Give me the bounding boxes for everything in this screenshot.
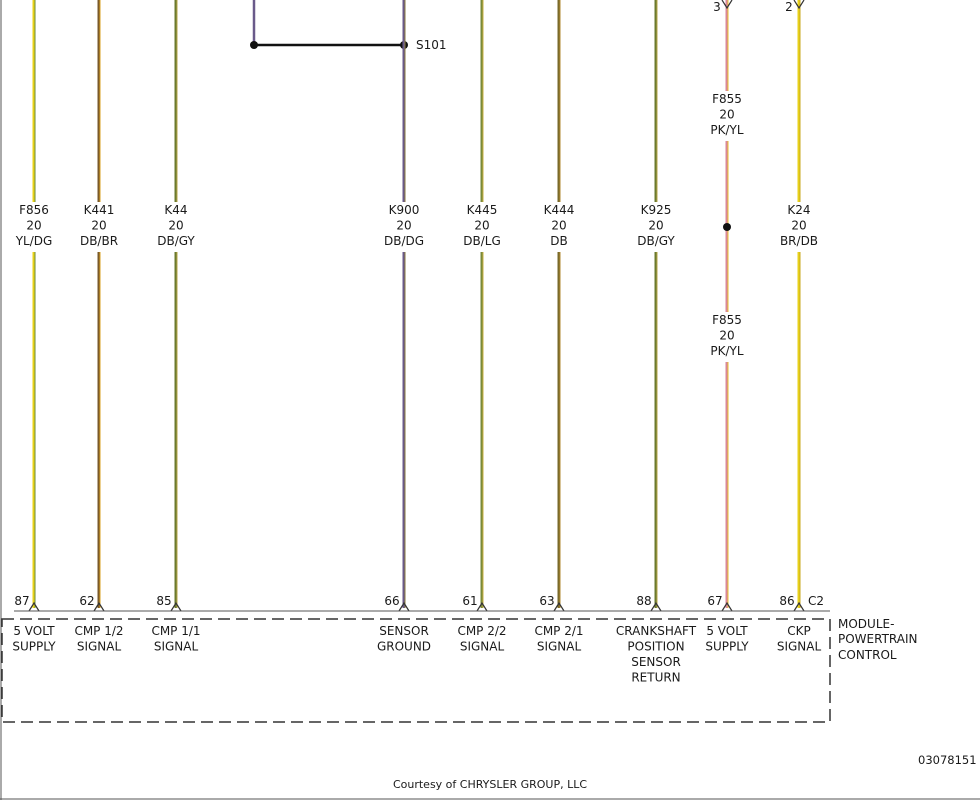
wire-k24-8-top-terminal	[793, 0, 805, 10]
module-boundary	[1, 618, 831, 723]
wire-k44-2-color-code: DB/GY	[157, 234, 195, 248]
wire-k441-1-bottom-terminal	[93, 601, 105, 612]
wire-k444-5-bottom-terminal	[553, 601, 565, 612]
wire-k445-4-label-bg	[460, 202, 504, 252]
wire-k444-5-function-line-2: SIGNAL	[537, 640, 582, 654]
wire-k44-2-label-bg	[154, 202, 198, 252]
wire-k441-1-function-line-2: SIGNAL	[77, 640, 122, 654]
wire-f855-7-upper-label-bg	[705, 91, 749, 141]
wire-k444-5-gauge: 20	[551, 219, 566, 233]
wire-f856-0-function-line-2: SUPPLY	[12, 640, 56, 654]
wire-k900-3-pin-number: 66	[384, 594, 399, 608]
wire-k925-6-function-line-1: CRANKSHAFT	[616, 624, 697, 638]
wire-f855-7-function-line-1: 5 VOLT	[706, 624, 748, 638]
wire-k925-6-pin-number: 88	[636, 594, 651, 608]
wire-k925-6-color-code: DB/GY	[637, 234, 675, 248]
figure-number: 03078151	[918, 753, 977, 767]
wire-k24-8-gauge: 20	[791, 219, 806, 233]
wire-k444-5-color-code: DB	[550, 234, 567, 248]
wire-k44-2-pin-number: 85	[156, 594, 171, 608]
wire-f856-0-label-bg	[12, 202, 56, 252]
wire-f855-7-bottom-terminal	[721, 601, 733, 612]
wire-f855-7-upper-color-code: PK/YL	[710, 123, 743, 137]
wire-k900-3-id: K900	[389, 203, 420, 217]
splice-left-dot	[250, 41, 258, 49]
wire-k925-6-gauge: 20	[648, 219, 663, 233]
wire-k441-1-gauge: 20	[91, 219, 106, 233]
wire-k441-1-id: K441	[84, 203, 115, 217]
wire-k900-3-function-line-1: SENSOR	[379, 624, 429, 638]
wire-k925-6-function-line-2: POSITION	[627, 640, 684, 654]
wire-k24-8-function-line-1: CKP	[787, 624, 810, 638]
wire-k445-4-gauge: 20	[474, 219, 489, 233]
wire-f855-7-upper-id: F855	[712, 92, 742, 106]
splice-label: S101	[416, 38, 447, 52]
wire-k44-2-function-line-1: CMP 1/1	[151, 624, 200, 638]
splice-s101: S101	[250, 0, 447, 52]
wire-k900-3-gauge: 20	[396, 219, 411, 233]
wire-f855-7-function-line-2: SUPPLY	[705, 640, 749, 654]
wire-k24-8-id: K24	[787, 203, 810, 217]
wire-k444-5-pin-number: 63	[539, 594, 554, 608]
wire-k445-4-pin-number: 61	[462, 594, 477, 608]
wire-k900-3-color-code: DB/DG	[384, 234, 424, 248]
wire-f856-0-function-line-1: 5 VOLT	[13, 624, 55, 638]
wire-k445-4-id: K445	[467, 203, 498, 217]
module-name-line-1: MODULE-	[838, 617, 894, 631]
wire-k44-2-gauge: 20	[168, 219, 183, 233]
wire-k444-5-function-line-1: CMP 2/1	[534, 624, 583, 638]
wire-k900-3-function-line-2: GROUND	[377, 640, 431, 654]
wire-k441-1-pin-number: 62	[79, 594, 94, 608]
wire-k445-4-bottom-terminal	[476, 601, 488, 612]
wire-k44-2-id: K44	[164, 203, 187, 217]
wire-k441-1-color-code: DB/BR	[80, 234, 118, 248]
wire-k24-8-function-line-2: SIGNAL	[777, 640, 822, 654]
wire-k24-8-top-pin: 2	[785, 0, 793, 14]
wire-k24-8-label-bg	[777, 202, 821, 252]
connector-label: C2	[808, 594, 824, 608]
wire-k24-8-bottom-terminal	[793, 601, 805, 612]
wire-k444-5-label-bg	[537, 202, 581, 252]
wire-k24-8-color-code: BR/DB	[780, 234, 818, 248]
wire-f855-7-top-terminal	[721, 0, 733, 10]
wire-k900-3-label-bg	[382, 202, 426, 252]
wire-k925-6-id: K925	[641, 203, 672, 217]
wire-f855-7-splice-dot	[723, 223, 731, 231]
wire-f855-7-upper-gauge: 20	[719, 108, 734, 122]
module-name-line-3: CONTROL	[838, 648, 897, 662]
wire-k925-6-label-bg	[634, 202, 678, 252]
wire-k445-4-color-code: DB/LG	[463, 234, 501, 248]
wire-f855-7-lower-id: F855	[712, 313, 742, 327]
wire-f856-0-color-code: YL/DG	[15, 234, 53, 248]
wire-f856-0-bottom-terminal	[28, 601, 40, 612]
wire-k24-8-pin-number: 86	[779, 594, 794, 608]
wire-k441-1-label-bg	[77, 202, 121, 252]
wire-k444-5-id: K444	[544, 203, 575, 217]
wire-k445-4-function-line-2: SIGNAL	[460, 640, 505, 654]
courtesy-line: Courtesy of CHRYSLER GROUP, LLC	[393, 778, 587, 791]
wire-k44-2-function-line-2: SIGNAL	[154, 640, 199, 654]
wire-k441-1-function-line-1: CMP 1/2	[74, 624, 123, 638]
wire-k445-4-function-line-1: CMP 2/2	[457, 624, 506, 638]
wire-f855-7-lower-label-bg	[705, 312, 749, 362]
wire-k900-3-bottom-terminal	[398, 601, 410, 612]
wire-f856-0-gauge: 20	[26, 219, 41, 233]
module-name-line-2: POWERTRAIN	[838, 632, 918, 646]
wire-f855-7-pin-number: 67	[707, 594, 722, 608]
wire-f855-7-lower-gauge: 20	[719, 329, 734, 343]
wire-f855-7-lower-color-code: PK/YL	[710, 344, 743, 358]
wire-k925-6-function-line-4: RETURN	[631, 671, 680, 685]
wire-k44-2-bottom-terminal	[170, 601, 182, 612]
wire-f856-0-pin-number: 87	[14, 594, 29, 608]
wire-k925-6-bottom-terminal	[650, 601, 662, 612]
wire-k925-6-function-line-3: SENSOR	[631, 655, 681, 669]
wire-f855-7-top-pin: 3	[713, 0, 721, 14]
wire-f856-0-id: F856	[19, 203, 49, 217]
